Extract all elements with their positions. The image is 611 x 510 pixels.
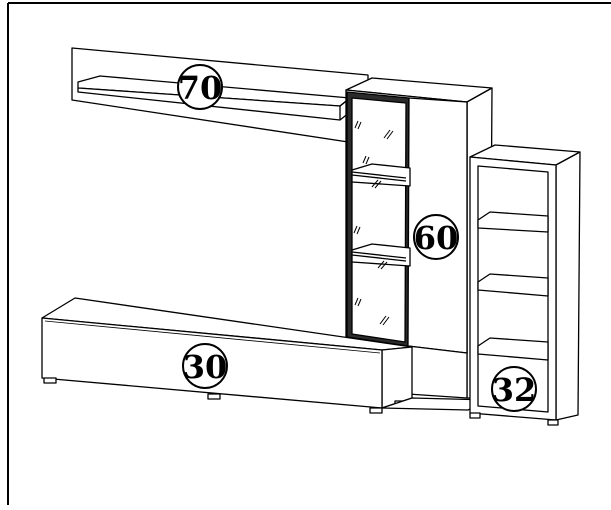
module-number-60: 60 — [414, 219, 459, 257]
image-frame — [7, 2, 611, 505]
open-shelf-unit — [469, 144, 581, 426]
module-labels: 70 60 30 32 — [177, 64, 537, 412]
glass-shelf-upper — [351, 163, 411, 187]
glass-cabinet-base-niche — [407, 345, 468, 399]
label-60: 60 — [413, 214, 459, 260]
module-number-70: 70 — [178, 69, 223, 107]
shelf-unit-side — [555, 151, 581, 421]
label-32: 32 — [491, 366, 537, 412]
glass-shelf-lower — [351, 243, 411, 267]
glass-door-pane — [351, 97, 407, 343]
glass-hatch-marks — [353, 120, 394, 326]
module-number-32: 32 — [492, 371, 537, 409]
shelf-unit-feet — [469, 412, 559, 426]
label-30: 30 — [182, 343, 228, 389]
label-70: 70 — [177, 64, 223, 110]
module-number-30: 30 — [183, 348, 228, 386]
shelf-unit-shelves — [477, 211, 549, 361]
